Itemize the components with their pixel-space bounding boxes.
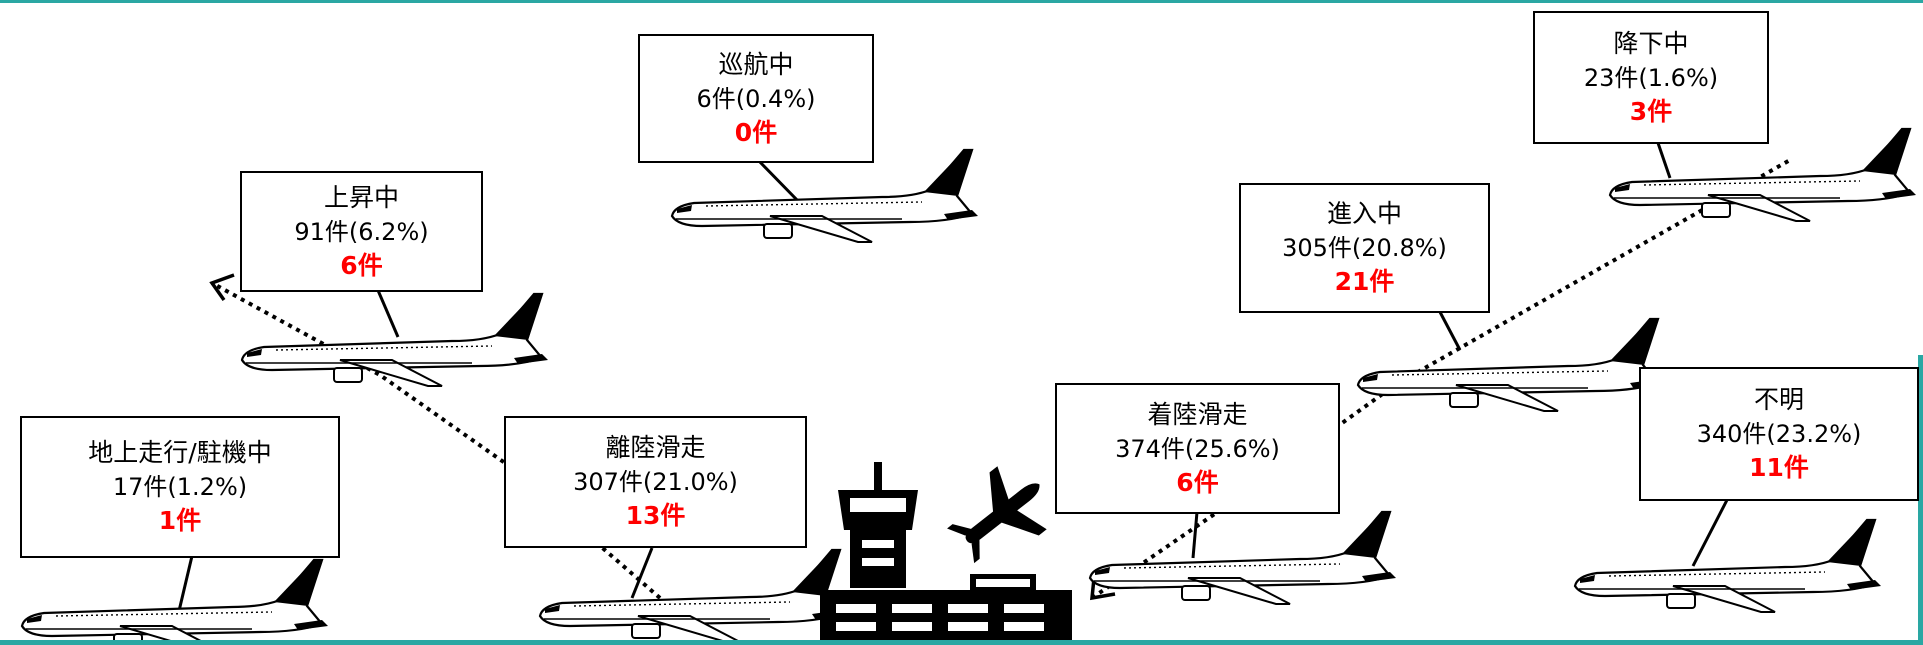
top-border (0, 0, 1923, 3)
climb-callout: 上昇中 91件(6.2%) 6件 (240, 171, 483, 292)
takeoff-red-count: 13件 (625, 501, 686, 530)
ground-airliner-icon (20, 558, 330, 645)
descent-leader (1655, 139, 1672, 179)
unknown-airliner-icon (1573, 518, 1883, 614)
takeoff-airliner-icon (538, 548, 848, 644)
leader-lines (177, 139, 1729, 612)
approach-airliner-icon (1356, 317, 1666, 413)
cruise-airliner-icon (670, 148, 980, 244)
descent-callout: 降下中 23件(1.6%) 3件 (1533, 11, 1769, 144)
takeoff-leader (630, 547, 654, 599)
unknown-callout: 不明 340件(23.2%) 11件 (1639, 367, 1919, 501)
climb-leader (375, 287, 400, 338)
cruise-phase-label: 巡航中 (718, 49, 794, 79)
terminal-building-icon (820, 574, 1072, 645)
descent-count: 23件(1.6%) (1583, 63, 1719, 92)
cruise-red-count: 0件 (734, 117, 778, 147)
approach-phase-label: 進入中 (1326, 199, 1402, 228)
departing-plane-icon (947, 466, 1047, 564)
cruise-leader (756, 158, 802, 205)
unknown-leader (1691, 499, 1729, 567)
unknown-red-count: 11件 (1749, 453, 1809, 482)
approach-count: 305件(20.8%) (1282, 234, 1447, 262)
landing-callout: 着陸滑走 374件(25.6%) 6件 (1055, 383, 1340, 514)
unknown-count: 340件(23.2%) (1696, 420, 1862, 448)
climb-arrowhead (209, 273, 235, 302)
climb-red-count: 6件 (340, 250, 383, 280)
ground-count: 17件(1.2%) (112, 473, 248, 501)
landing-leader (1191, 511, 1199, 559)
cruise-callout: 巡航中 6件(0.4%) 0件 (638, 34, 874, 163)
unknown-phase-label: 不明 (1753, 385, 1804, 414)
takeoff-phase-label: 離陸滑走 (605, 433, 706, 462)
landing-phase-label: 着陸滑走 (1147, 399, 1248, 429)
cruise-count: 6件(0.4%) (696, 84, 816, 113)
path-arrowheads (209, 273, 1116, 601)
airport-tower-icon (838, 462, 918, 588)
ground-phase-label: 地上走行/駐機中 (88, 438, 272, 467)
descent-red-count: 3件 (1629, 96, 1673, 126)
landing-arrowhead (1090, 577, 1116, 601)
landing-count: 374件(25.6%) (1115, 434, 1280, 463)
climb-phase-label: 上昇中 (323, 182, 399, 212)
climb-count: 91件(6.2%) (294, 217, 429, 246)
ground-red-count: 1件 (158, 506, 202, 535)
approach-callout: 進入中 305件(20.8%) 21件 (1239, 183, 1490, 313)
takeoff-count: 307件(21.0%) (573, 468, 738, 496)
takeoff-callout: 離陸滑走 307件(21.0%) 13件 (504, 416, 807, 548)
approach-red-count: 21件 (1334, 267, 1395, 296)
ground-callout: 地上走行/駐機中 17件(1.2%) 1件 (20, 416, 340, 558)
bottom-border (0, 640, 1923, 645)
descent-phase-label: 降下中 (1613, 28, 1689, 58)
ground-leader (177, 555, 194, 612)
climb-airliner-icon (240, 292, 550, 388)
right-border (1918, 355, 1923, 645)
approach-leader (1438, 311, 1462, 351)
landing-airliner-icon (1088, 510, 1398, 606)
landing-red-count: 6件 (1176, 467, 1219, 497)
